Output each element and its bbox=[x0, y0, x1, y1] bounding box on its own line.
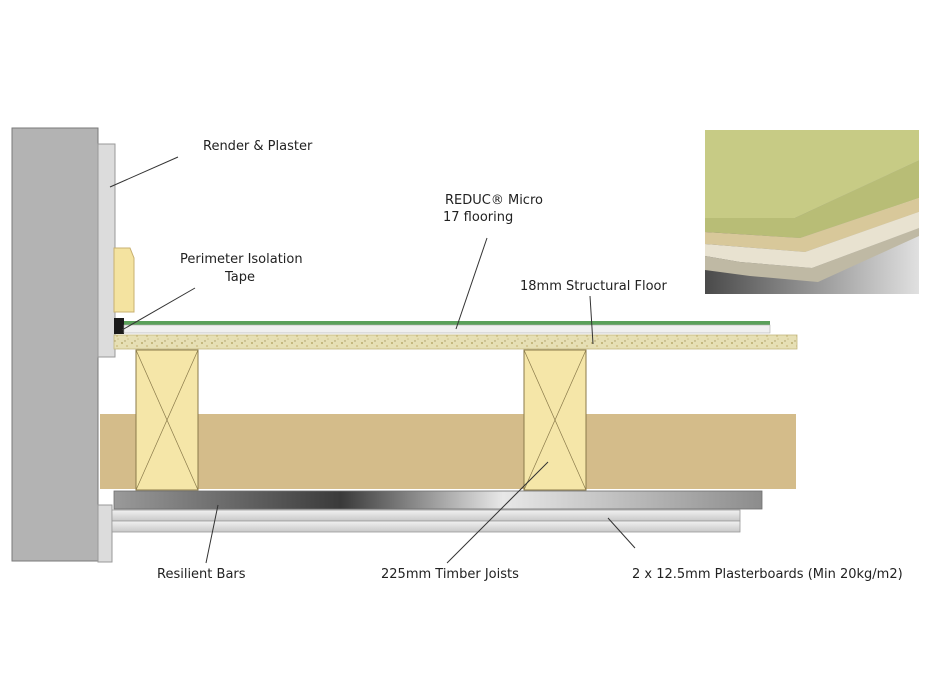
leader-reduc bbox=[455, 237, 488, 330]
plasterboard-1 bbox=[111, 509, 741, 522]
timber-joist-1 bbox=[135, 349, 199, 491]
reduc-micro-layer bbox=[124, 321, 770, 325]
label-structural-floor: 18mm Structural Floor bbox=[520, 279, 667, 294]
masonry-wall bbox=[11, 127, 99, 562]
leader-joists bbox=[446, 461, 549, 564]
leader-render-plaster bbox=[109, 156, 179, 188]
label-perimeter-line1: Perimeter Isolation bbox=[180, 252, 303, 267]
label-reduc-line2: 17 flooring bbox=[443, 210, 513, 225]
resilient-bar bbox=[113, 490, 763, 510]
render-plaster-layer bbox=[97, 143, 116, 358]
label-plasterboards: 2 x 12.5mm Plasterboards (Min 20kg/m2) bbox=[632, 567, 903, 582]
leader-structural bbox=[589, 295, 594, 345]
plasterboard-2 bbox=[111, 520, 741, 533]
flooring-sample-photo bbox=[705, 130, 919, 294]
label-resilient-bars: Resilient Bars bbox=[157, 567, 246, 582]
label-render-plaster: Render & Plaster bbox=[203, 139, 313, 154]
label-perimeter-line2: Tape bbox=[224, 270, 255, 285]
perimeter-isolation-tape bbox=[114, 318, 124, 334]
label-timber-joists: 225mm Timber Joists bbox=[381, 567, 519, 582]
leader-resilient bbox=[205, 504, 219, 564]
leader-perimeter bbox=[121, 287, 196, 331]
timber-band bbox=[100, 414, 796, 489]
leader-plasterboards bbox=[607, 517, 636, 549]
reduc-micro-underlay bbox=[123, 324, 771, 334]
structural-floor bbox=[113, 334, 798, 350]
label-reduc-line1: REDUC® Micro bbox=[445, 193, 543, 208]
perimeter-insulation-block bbox=[113, 247, 135, 313]
timber-joist-2 bbox=[523, 349, 587, 491]
render-plaster-lower bbox=[97, 504, 113, 563]
